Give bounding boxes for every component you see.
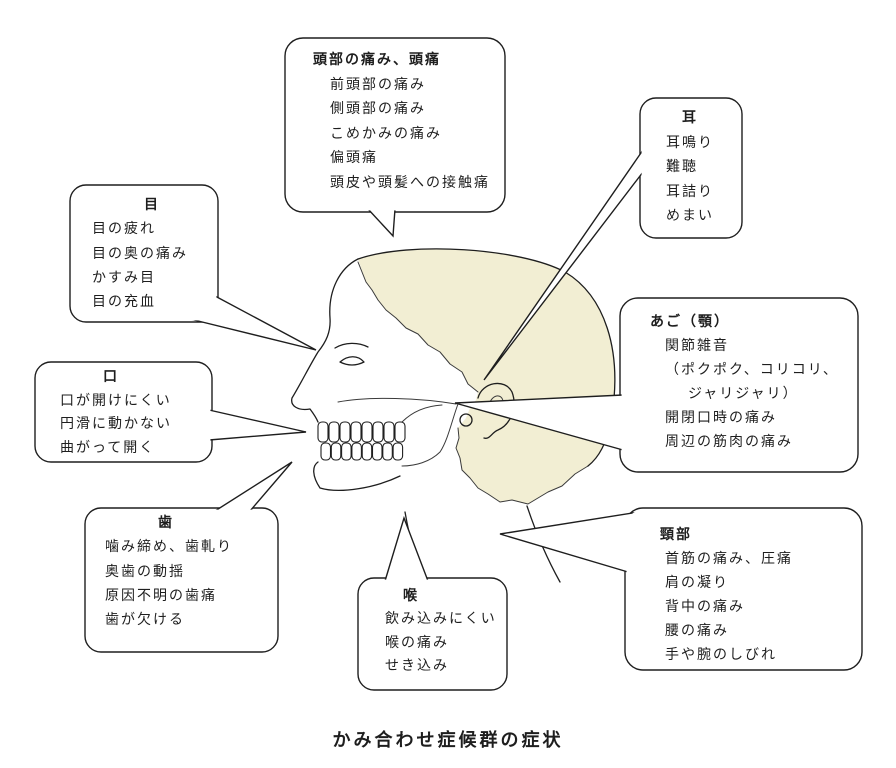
callout-throat-item: 飲み込みにくい xyxy=(385,611,497,628)
callout-head-item: 前頭部の痛み xyxy=(330,76,426,93)
tooth-lower xyxy=(341,442,352,461)
callout-throat-item: 喉の痛み xyxy=(385,634,449,651)
callout-throat: 喉 飲み込みにくい 喉の痛み せき込み xyxy=(385,585,497,678)
callout-teeth-item: 歯が欠ける xyxy=(105,612,185,629)
callout-teeth-bubble xyxy=(84,461,293,653)
callout-ear-title: 耳 xyxy=(682,110,698,126)
callout-ear: 耳 耳鳴り 難聴 耳詰り めまい xyxy=(666,106,714,229)
diagram-caption: かみ合わせ症候群の症状 xyxy=(332,730,564,751)
tooth-lower xyxy=(330,442,342,461)
callout-jaw-title: あご（顎） xyxy=(650,314,730,330)
callout-neck-item: 肩の凝り xyxy=(665,575,729,591)
callout-ear-item: めまい xyxy=(666,208,714,224)
tooth-lower xyxy=(361,442,373,461)
tooth-lower xyxy=(351,442,362,461)
callout-eye-item: かすみ目 xyxy=(92,269,156,286)
callout-neck: 頸部 首筋の痛み、圧痛 肩の凝り 背中の痛み 腰の痛み 手や腕のしびれ xyxy=(660,523,793,667)
callout-head-item: 頭皮や頭髪への接触痛 xyxy=(330,174,490,191)
callout-neck-item: 首筋の痛み、圧痛 xyxy=(665,551,793,567)
callout-throat-item: せき込み xyxy=(385,657,449,674)
tooth-upper xyxy=(317,421,329,443)
callout-eye-title: 目 xyxy=(144,197,160,213)
callout-mouth-item: 口が開けにくい xyxy=(60,392,172,409)
callout-teeth-item: 奥歯の動揺 xyxy=(105,563,185,580)
callout-teeth: 歯 噛み締め、歯軋り 奥歯の動揺 原因不明の歯痛 歯が欠ける xyxy=(105,511,233,632)
callout-head-bubble xyxy=(284,37,506,238)
tooth-lower xyxy=(320,442,332,461)
chin-and-jaw xyxy=(313,461,401,491)
tooth-upper xyxy=(350,421,362,443)
teeth-rows xyxy=(317,421,406,461)
callout-neck-title: 頸部 xyxy=(660,527,692,543)
callout-teeth-item: 原因不明の歯痛 xyxy=(105,587,217,604)
mandible xyxy=(401,403,459,467)
callout-eye-item: 目の疲れ xyxy=(92,221,156,238)
callout-head-item: 側頭部の痛み xyxy=(330,101,426,117)
callout-mouth-bubble xyxy=(34,361,307,463)
callout-ear-item: 耳鳴り xyxy=(666,134,714,151)
callout-head: 頭部の痛み、頭痛 前頭部の痛み 側頭部の痛み こめかみの痛み 偏頭痛 頭皮や頭髪… xyxy=(313,48,490,195)
callout-neck-item: 腰の痛み xyxy=(665,623,729,639)
callout-eye-item: 目の奥の痛み xyxy=(92,245,188,262)
callout-ear-item: 耳詰り xyxy=(666,183,714,200)
callout-jaw-item: 周辺の筋肉の痛み xyxy=(665,434,793,450)
tooth-upper xyxy=(394,421,406,443)
callout-jaw-item: 開閉口時の痛み xyxy=(665,410,777,426)
tooth-upper xyxy=(383,421,395,443)
tooth-upper xyxy=(372,421,384,443)
callout-jaw: あご（顎） 関節雑音 （ポクポク、コリコリ、 ジャリジャリ） 開閉口時の痛み 周… xyxy=(650,310,839,454)
callout-mouth-title: 口 xyxy=(103,369,119,385)
tooth-upper xyxy=(339,421,351,443)
callout-head-item: こめかみの痛み xyxy=(330,125,442,142)
callout-eye-item: 目の充血 xyxy=(92,294,156,311)
tooth-lower xyxy=(382,442,393,461)
cheekbone xyxy=(337,397,457,405)
callout-throat-title: 喉 xyxy=(403,588,419,604)
eye xyxy=(339,356,365,366)
callout-head-title: 頭部の痛み、頭痛 xyxy=(313,52,441,68)
callout-jaw-item: 関節雑音 xyxy=(665,338,729,354)
callout-mouth-item: 円滑に動かない xyxy=(60,416,172,432)
eyebrow xyxy=(334,342,369,349)
tooth-upper xyxy=(328,421,340,443)
callout-ear-item: 難聴 xyxy=(666,159,698,175)
maxilla xyxy=(401,404,443,423)
callout-teeth-item: 噛み締め、歯軋り xyxy=(105,539,233,556)
callout-eye-bubble xyxy=(69,184,317,351)
callout-mouth: 口 口が開けにくい 円滑に動かない 曲がって開く xyxy=(60,366,172,460)
jaw-joint xyxy=(459,413,473,427)
callout-neck-bubble xyxy=(499,507,863,671)
callout-jaw-item: （ポクポク、コリコリ、 xyxy=(665,362,839,378)
callout-eye: 目 目の疲れ 目の奥の痛み かすみ目 目の充血 xyxy=(92,193,188,314)
callout-mouth-item: 曲がって開く xyxy=(60,439,156,456)
callout-neck-item: 手や腕のしびれ xyxy=(665,647,777,663)
callout-ear-bubble xyxy=(483,97,743,381)
tooth-lower xyxy=(371,442,383,461)
shading-lower-edge xyxy=(455,427,589,505)
callout-neck-item: 背中の痛み xyxy=(665,599,745,615)
hairline xyxy=(357,261,479,393)
callout-head-item: 偏頭痛 xyxy=(330,150,378,166)
callout-throat-bubble xyxy=(357,515,508,691)
callout-jaw-bubble xyxy=(454,297,859,473)
face-profile xyxy=(291,258,359,423)
tooth-lower xyxy=(392,442,404,461)
callout-jaw-item: ジャリジャリ） xyxy=(688,386,799,402)
tooth-upper xyxy=(361,421,373,443)
callout-teeth-title: 歯 xyxy=(158,515,174,531)
